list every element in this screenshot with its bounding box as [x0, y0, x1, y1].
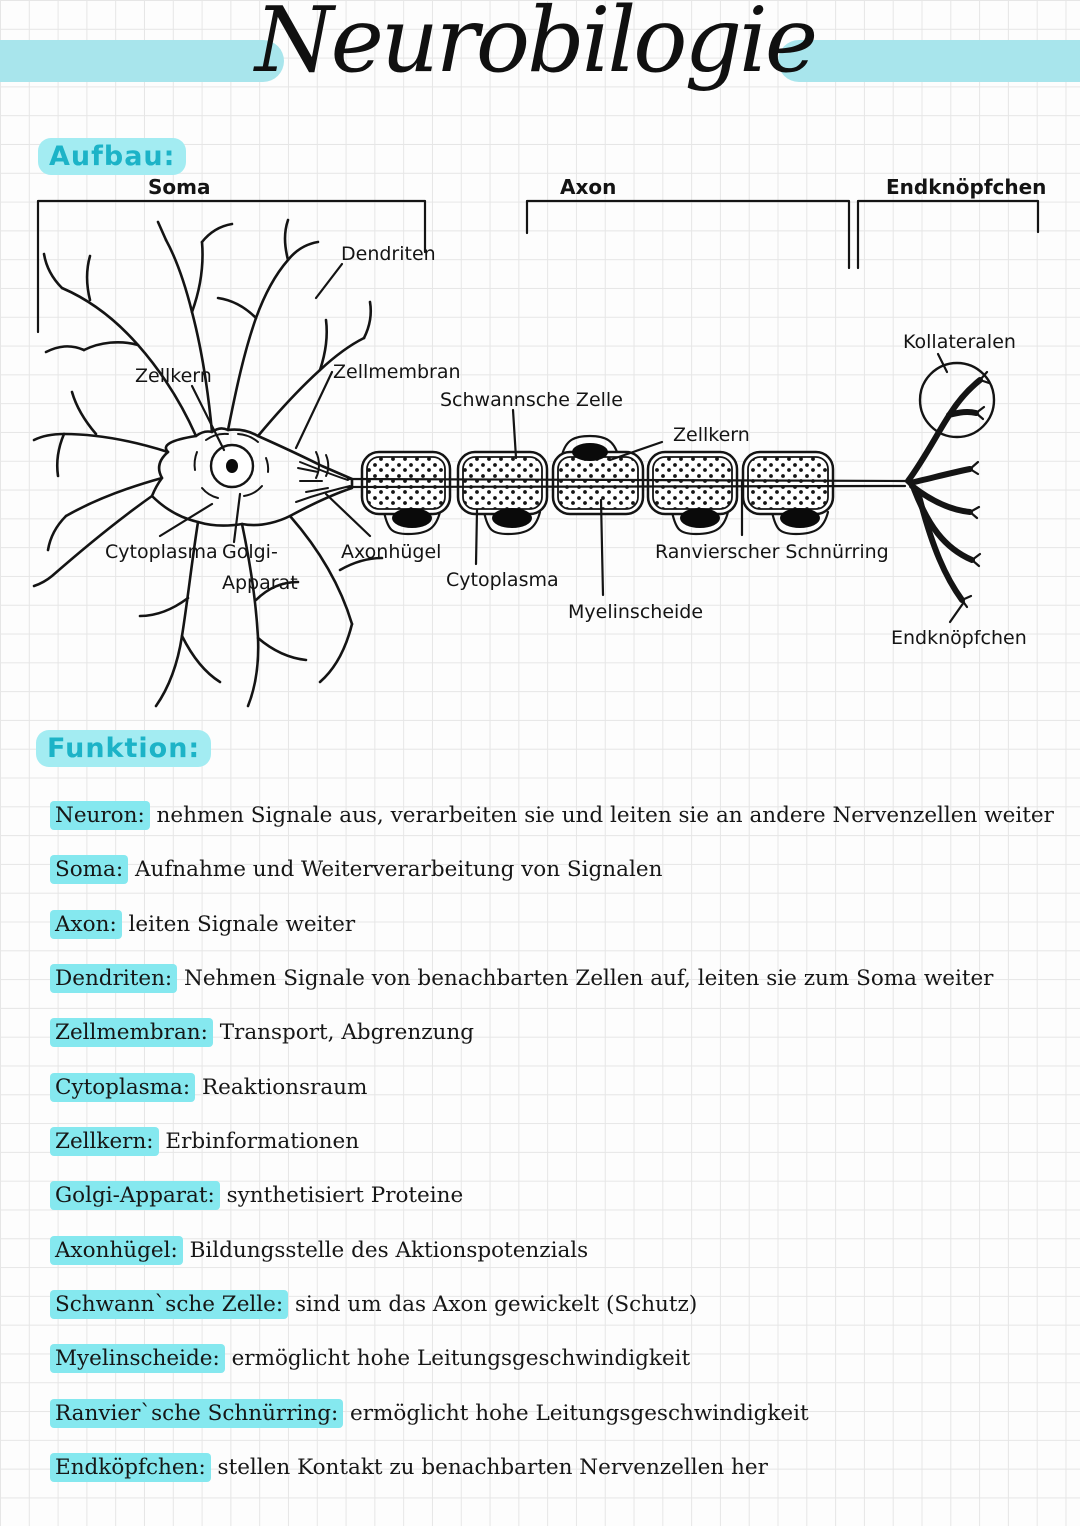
definition-text: Aufnahme und Weiterverarbeitung von Sign…: [128, 857, 663, 883]
diagram-label-endknoepfchen-unten: Endknöpfchen: [891, 627, 1027, 649]
diagram-label-cytoplasma-schwann: Cytoplasma: [446, 569, 559, 591]
diagram-label-zellmembran: Zellmembran: [333, 361, 461, 383]
section-heading-funktion: Funktion:: [36, 730, 212, 767]
bracket-label-soma: Soma: [148, 175, 210, 199]
definition-row: Endköpfchen: stellen Kontakt zu benachba…: [50, 1441, 1060, 1495]
definition-row: Dendriten: Nehmen Signale von benachbart…: [50, 952, 1060, 1006]
definition-row: Axon: leiten Signale weiter: [50, 898, 1060, 952]
dendrites: [32, 218, 384, 708]
definition-term: Neuron:: [50, 801, 150, 830]
definition-row: Zellmembran: Transport, Abgrenzung: [50, 1006, 1060, 1060]
definition-term: Axon:: [50, 909, 122, 939]
definition-text: Transport, Abgrenzung: [212, 1020, 475, 1046]
definition-text: stellen Kontakt zu benachbarten Nervenze…: [210, 1455, 768, 1481]
definition-term: Zellmembran:: [50, 1018, 213, 1048]
definition-term: Ranvier`sche Schnürring:: [50, 1398, 344, 1428]
definition-row: Myelinscheide: ermöglicht hohe Leitungsg…: [50, 1332, 1060, 1386]
myelin-segments: [360, 434, 835, 536]
nucleolus: [226, 459, 238, 473]
definition-text: ermöglicht hohe Leitungsgeschwindigkeit: [224, 1346, 691, 1372]
kollateralen-circle: [918, 361, 996, 439]
diagram-label-golgi-1: Golgi-: [222, 541, 278, 563]
definition-row: Golgi-Apparat: synthetisiert Proteine: [50, 1169, 1060, 1223]
definition-text: Nehmen Signale von benachbarten Zellen a…: [177, 966, 994, 992]
definition-row: Zellkern: Erbinformationen: [50, 1115, 1060, 1169]
axon-terminal: [905, 361, 996, 609]
diagram-label-ranvier: Ranvierscher Schnürring: [655, 541, 889, 563]
diagram-brackets: [36, 199, 1040, 334]
definition-text: ermöglicht hohe Leitungsgeschwindigkeit: [343, 1400, 809, 1426]
definition-row: Cytoplasma: Reaktionsraum: [50, 1061, 1060, 1115]
definition-term: Myelinscheide:: [50, 1344, 225, 1374]
diagram-label-kollateralen: Kollateralen: [903, 331, 1016, 353]
diagram-label-golgi-2: Apparat: [222, 572, 298, 594]
definition-row: Schwann`sche Zelle: sind um das Axon gew…: [50, 1278, 1060, 1332]
bracket-label-endknoepfchen: Endknöpfchen: [886, 175, 1046, 199]
title-bar-left: [0, 40, 284, 82]
definition-term: Cytoplasma:: [50, 1072, 196, 1102]
bracket-label-axon: Axon: [560, 175, 616, 199]
definition-text: Reaktionsraum: [195, 1074, 368, 1100]
definition-row: Soma: Aufnahme und Weiterverarbeitung vo…: [50, 843, 1060, 897]
definition-text: leiten Signale weiter: [121, 911, 356, 937]
definition-row: Neuron: nehmen Signale aus, verarbeiten …: [50, 789, 1060, 843]
neuron-diagram: Soma Axon Endknöpfchen: [32, 175, 1046, 708]
definition-text: synthetisiert Proteine: [219, 1183, 464, 1209]
definition-row: Ranvier`sche Schnürring: ermöglicht hohe…: [50, 1387, 1060, 1441]
definition-text: sind um das Axon gewickelt (Schutz): [288, 1292, 698, 1318]
diagram-label-schwannsche-zelle: Schwannsche Zelle: [440, 389, 623, 411]
title-bar-right: [778, 40, 1080, 82]
definition-text: nehmen Signale aus, verarbeiten sie und …: [149, 803, 1054, 828]
definition-text: Erbinformationen: [158, 1129, 360, 1155]
diagram-label-zellkern-soma: Zellkern: [135, 365, 212, 387]
diagram-label-myelinscheide: Myelinscheide: [568, 601, 703, 623]
label-pointers: [158, 262, 966, 624]
definition-term: Soma:: [50, 855, 129, 885]
definition-term: Dendriten:: [50, 964, 178, 994]
soma-body: [150, 427, 354, 527]
diagram-label-dendriten: Dendriten: [341, 243, 436, 265]
definition-text: Bildungsstelle des Aktionspotenzials: [182, 1237, 589, 1263]
section-heading-aufbau: Aufbau:: [38, 138, 187, 175]
definition-term: Zellkern:: [50, 1127, 159, 1157]
definition-list: Neuron: nehmen Signale aus, verarbeiten …: [50, 789, 1060, 1495]
diagram-label-cytoplasma-soma: Cytoplasma: [105, 541, 218, 563]
definition-term: Endköpfchen:: [50, 1453, 211, 1483]
golgi-arcs: [193, 432, 351, 503]
definition-term: Schwann`sche Zelle:: [50, 1290, 289, 1320]
definition-row: Axonhügel: Bildungsstelle des Aktionspot…: [50, 1224, 1060, 1278]
axon-line: [346, 477, 907, 489]
definition-term: Golgi-Apparat:: [50, 1181, 220, 1211]
diagram-label-axonhuegel: Axonhügel: [341, 541, 441, 563]
definition-term: Axonhügel:: [50, 1235, 183, 1265]
page-title: Neurobilogie: [254, 0, 818, 93]
diagram-label-zellkern-schwann: Zellkern: [673, 424, 750, 446]
